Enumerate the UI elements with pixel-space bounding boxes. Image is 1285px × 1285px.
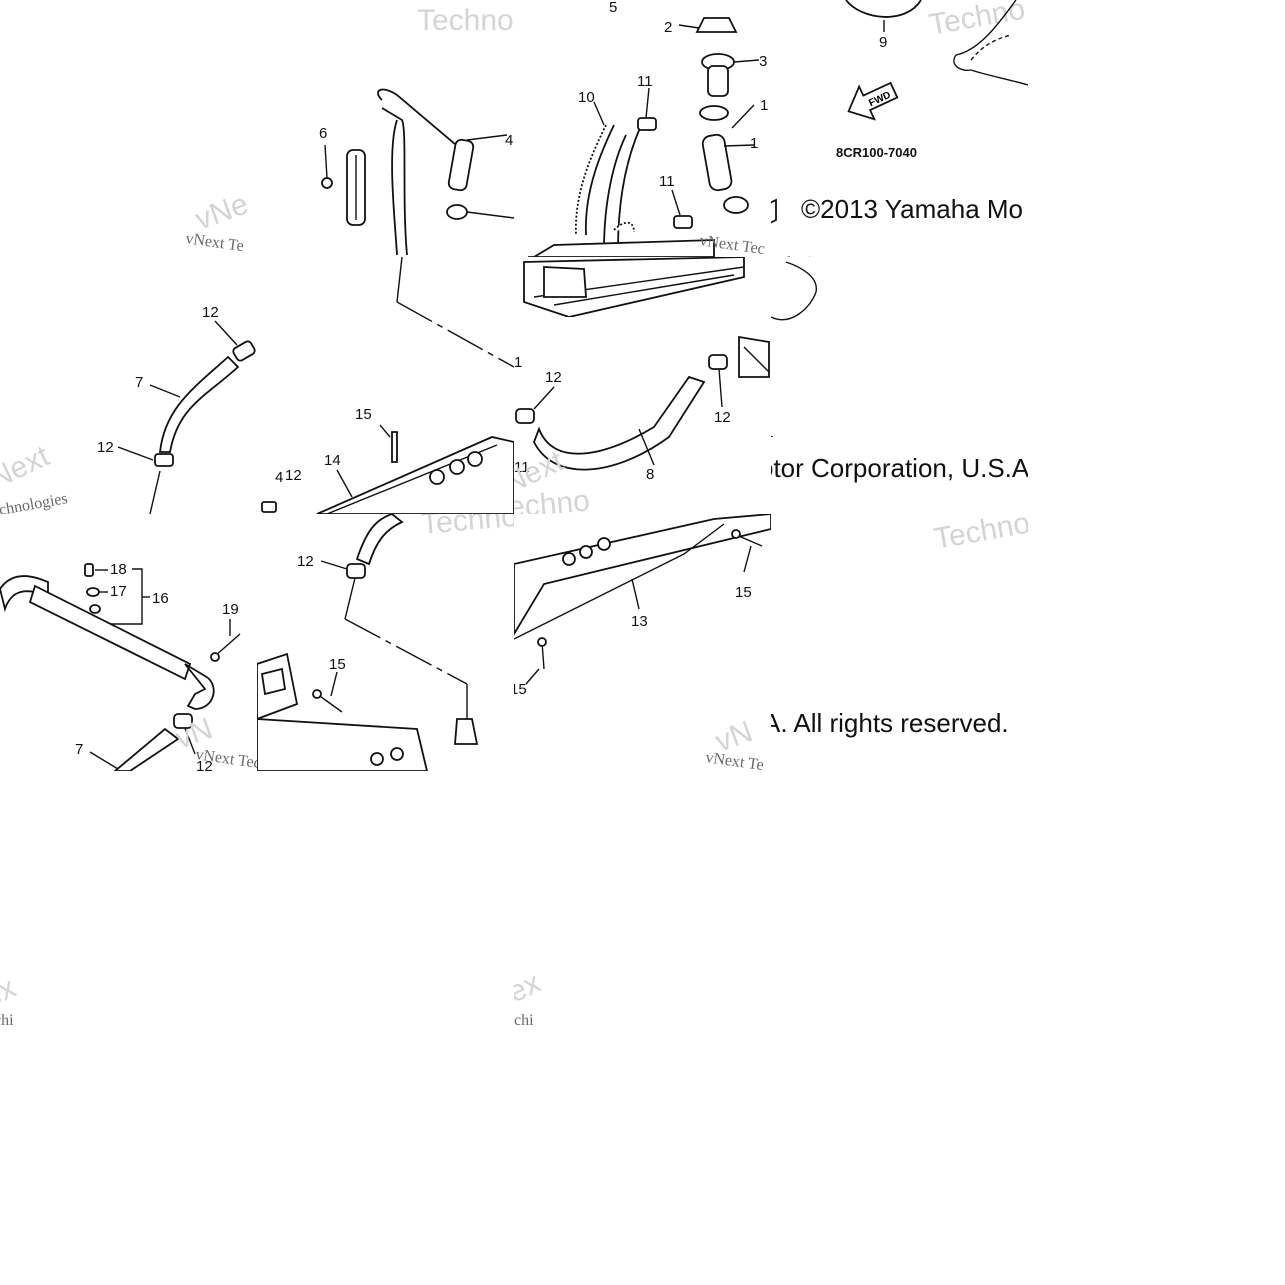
callout-2: 2 [664, 19, 672, 36]
diagram-tile-g: 1 12 8 12 11 Next Techno [514, 317, 771, 514]
diagram-tile-k: 13 15 15 [514, 514, 771, 771]
callout-15-f: 15 [355, 406, 372, 423]
svg-text:Techno: Techno [420, 514, 514, 541]
svg-text:chi: chi [0, 1012, 14, 1029]
diagram-tile-c: 5 2 3 10 11 [514, 0, 771, 257]
callout-6: 6 [319, 125, 327, 142]
callout-15-k2: 15 [514, 681, 527, 698]
callout-12-e2: 12 [97, 439, 114, 456]
callout-8: 8 [646, 466, 654, 483]
diagram-tile-c-bottom [514, 257, 771, 317]
callout-12-f: 12 [285, 467, 302, 484]
diagram-tile-h: 1 otor Corporation, U.S.A [771, 257, 1028, 514]
callout-11: 11 [637, 73, 653, 90]
callout-13: 13 [631, 613, 648, 630]
diagram-tile-f-left [257, 455, 317, 515]
watermark-techno-g: Techno [514, 484, 591, 514]
svg-text:ex: ex [514, 975, 546, 1009]
callout-14: 14 [324, 452, 341, 469]
callout-5: 5 [609, 0, 617, 16]
callout-4: 4 [505, 132, 513, 149]
diagram-tile-e: 12 7 12 Next chnologies [0, 257, 257, 514]
watermark-next-e: Next [0, 439, 55, 495]
diagram-tile-f: 15 14 4 12 [257, 257, 514, 514]
svg-text:vNe: vNe [191, 195, 252, 237]
callout-1-g: 1 [514, 354, 522, 371]
svg-text:4: 4 [275, 469, 283, 486]
diagram-tile-d: 9 Techno FWD 8CR100-7040 ©2013 Yamaha Mo [771, 0, 1028, 257]
diagram-tile-j: Techno 12 15 [257, 514, 514, 771]
copyright-line-3: A. All rights reserved. [771, 708, 1009, 738]
callout-19: 19 [222, 601, 239, 618]
callout-12-j: 12 [297, 553, 314, 570]
watermark-techno-d: Techno [926, 0, 1027, 42]
svg-text:1: 1 [750, 135, 758, 152]
svg-text:chi: chi [514, 1012, 534, 1029]
callout-12-e1: 12 [202, 304, 219, 321]
diagram-tile-l: Techno A. All rights reserved. [771, 514, 1028, 771]
callout-7-i: 7 [75, 741, 83, 758]
diagram-tile-b: Techno 6 4 vNext Tec [257, 0, 514, 257]
diagram-tile-n: ex chi [514, 975, 554, 1035]
svg-text:vNext Te: vNext Te [184, 230, 244, 255]
callout-15-j: 15 [329, 656, 346, 673]
svg-text:1: 1 [771, 424, 773, 441]
copyright-line-2: otor Corporation, U.S.A [771, 453, 1028, 483]
callout-16: 16 [152, 590, 169, 607]
svg-text:ex: ex [0, 975, 21, 1014]
callout-12-i: 12 [196, 758, 213, 771]
watermark-chnologies-e: chnologies [0, 490, 69, 514]
callout-3: 3 [759, 53, 767, 70]
callout-9: 9 [879, 34, 887, 51]
watermark-techno: Techno [417, 4, 514, 37]
diagram-tile-m: ex chi [0, 975, 40, 1035]
diagram-tile-l-wm: vNext Te vN [700, 720, 800, 790]
callout-18: 18 [110, 561, 127, 578]
fwd-arrow-icon: FWD [847, 81, 899, 121]
callout-7-e: 7 [135, 374, 143, 391]
callout-17: 17 [110, 583, 127, 600]
svg-text:11: 11 [514, 459, 530, 476]
diagram-tile-a [0, 0, 257, 257]
callout-11-b: 11 [659, 173, 675, 190]
callout-15-k1: 15 [735, 584, 752, 601]
diagram-tile-i: 18 17 16 19 7 12 vNext Tec vN [0, 514, 257, 771]
diagram-tile-b-left: vNext Te vNe [170, 195, 260, 257]
copyright-line-1: ©2013 Yamaha Mo [801, 194, 1024, 224]
callout-12-g2: 12 [714, 409, 731, 426]
callout-10: 10 [578, 89, 595, 106]
callout-12-g1: 12 [545, 369, 562, 386]
svg-text:Techno: Techno [931, 514, 1028, 556]
part-code: 8CR100-7040 [836, 145, 917, 160]
svg-text:1: 1 [760, 97, 768, 114]
